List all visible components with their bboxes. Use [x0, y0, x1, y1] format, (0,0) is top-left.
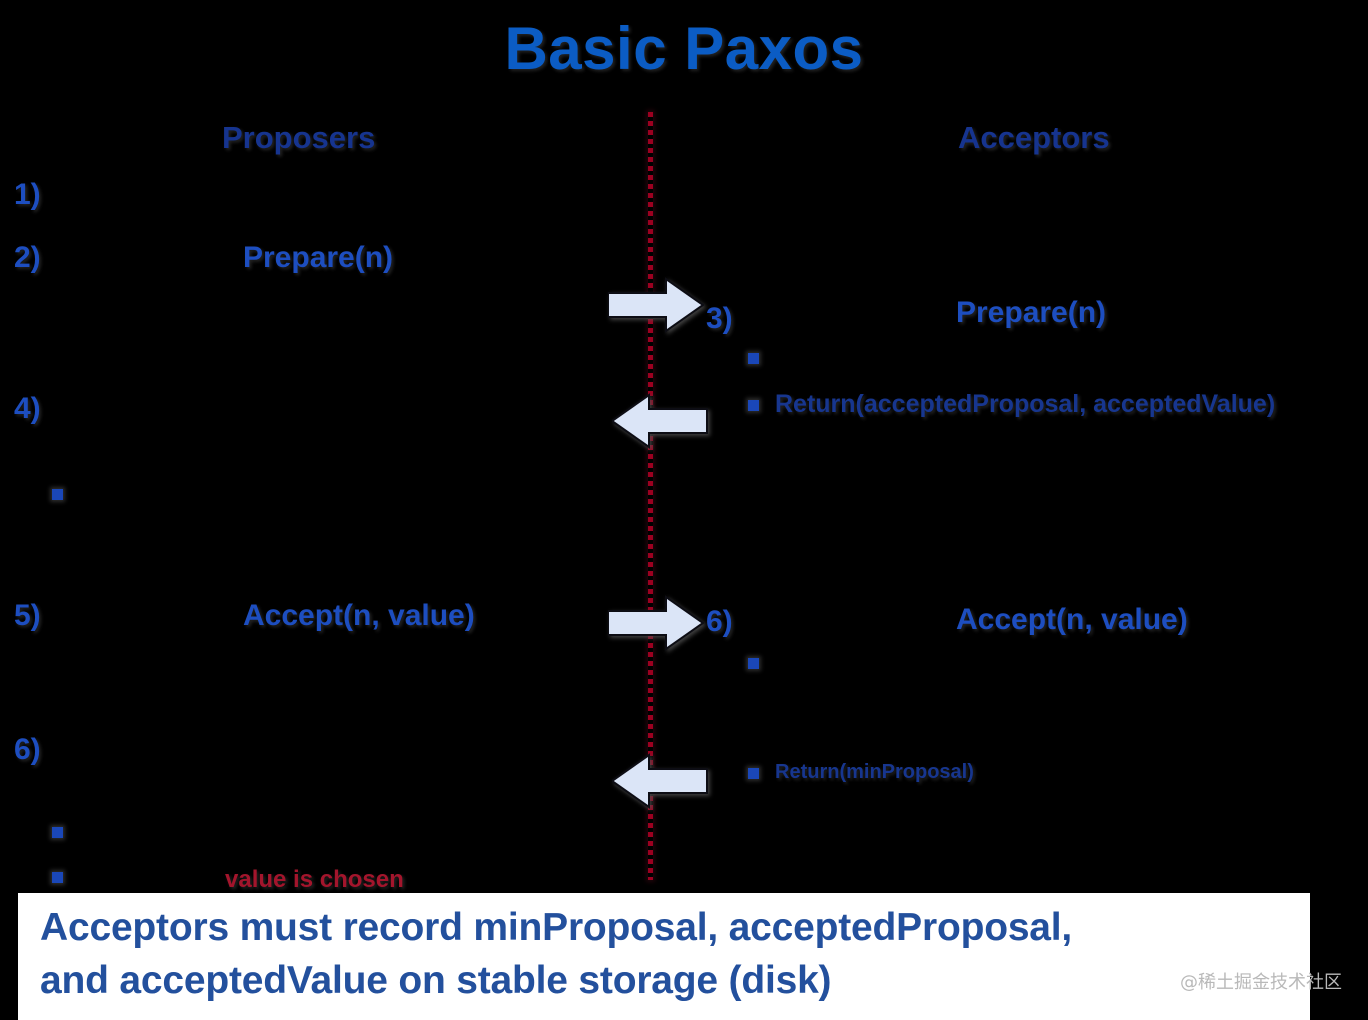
step-number-5: 5): [14, 599, 41, 632]
watermark: @稀土掘金技术社区: [1180, 972, 1342, 993]
column-header-proposers: Proposers: [222, 120, 376, 155]
bullet-acceptor-return-2: [748, 768, 759, 779]
caption-box: Acceptors must record minProposal, accep…: [18, 893, 1310, 1020]
step-number-2: 2): [14, 241, 41, 274]
caption-text: Acceptors must record minProposal, accep…: [40, 901, 1290, 1007]
accept-response-arrow: [612, 753, 708, 809]
proposer-message-prepare: Prepare(n): [243, 241, 394, 274]
proposer-message-accept: Accept(n, value): [243, 599, 475, 632]
acceptor-message-prepare: Prepare(n): [956, 296, 1107, 329]
caption-line-2: and acceptedValue on stable storage (dis…: [40, 959, 832, 1002]
page-title: Basic Paxos: [504, 15, 864, 82]
bullet-acceptor-return-1: [748, 400, 759, 411]
step-number-3: 3): [706, 302, 733, 335]
value-is-chosen-note: value is chosen: [225, 866, 404, 893]
prepare-request-arrow: [608, 277, 704, 333]
column-header-acceptors: Acceptors: [958, 120, 1110, 155]
step-number-6-right: 6): [706, 605, 733, 638]
prepare-response-arrow: [612, 393, 708, 449]
step-number-6-left: 6): [14, 733, 41, 766]
bullet-proposer-6a: [52, 827, 63, 838]
acceptor-return-accepted: Return(acceptedProposal, acceptedValue): [775, 390, 1276, 418]
step-number-4: 4): [14, 392, 41, 425]
vertical-divider-line: [648, 112, 653, 880]
step-number-1: 1): [14, 178, 41, 211]
acceptor-return-minproposal: Return(minProposal): [775, 761, 974, 783]
caption-line-1: Acceptors must record minProposal, accep…: [40, 906, 1073, 949]
acceptor-message-accept: Accept(n, value): [956, 603, 1188, 636]
bullet-proposer-6b: [52, 872, 63, 883]
accept-request-arrow: [608, 595, 704, 651]
bullet-acceptor-6a: [748, 658, 759, 669]
bullet-proposer-4a: [52, 489, 63, 500]
bullet-acceptor-3a: [748, 353, 759, 364]
